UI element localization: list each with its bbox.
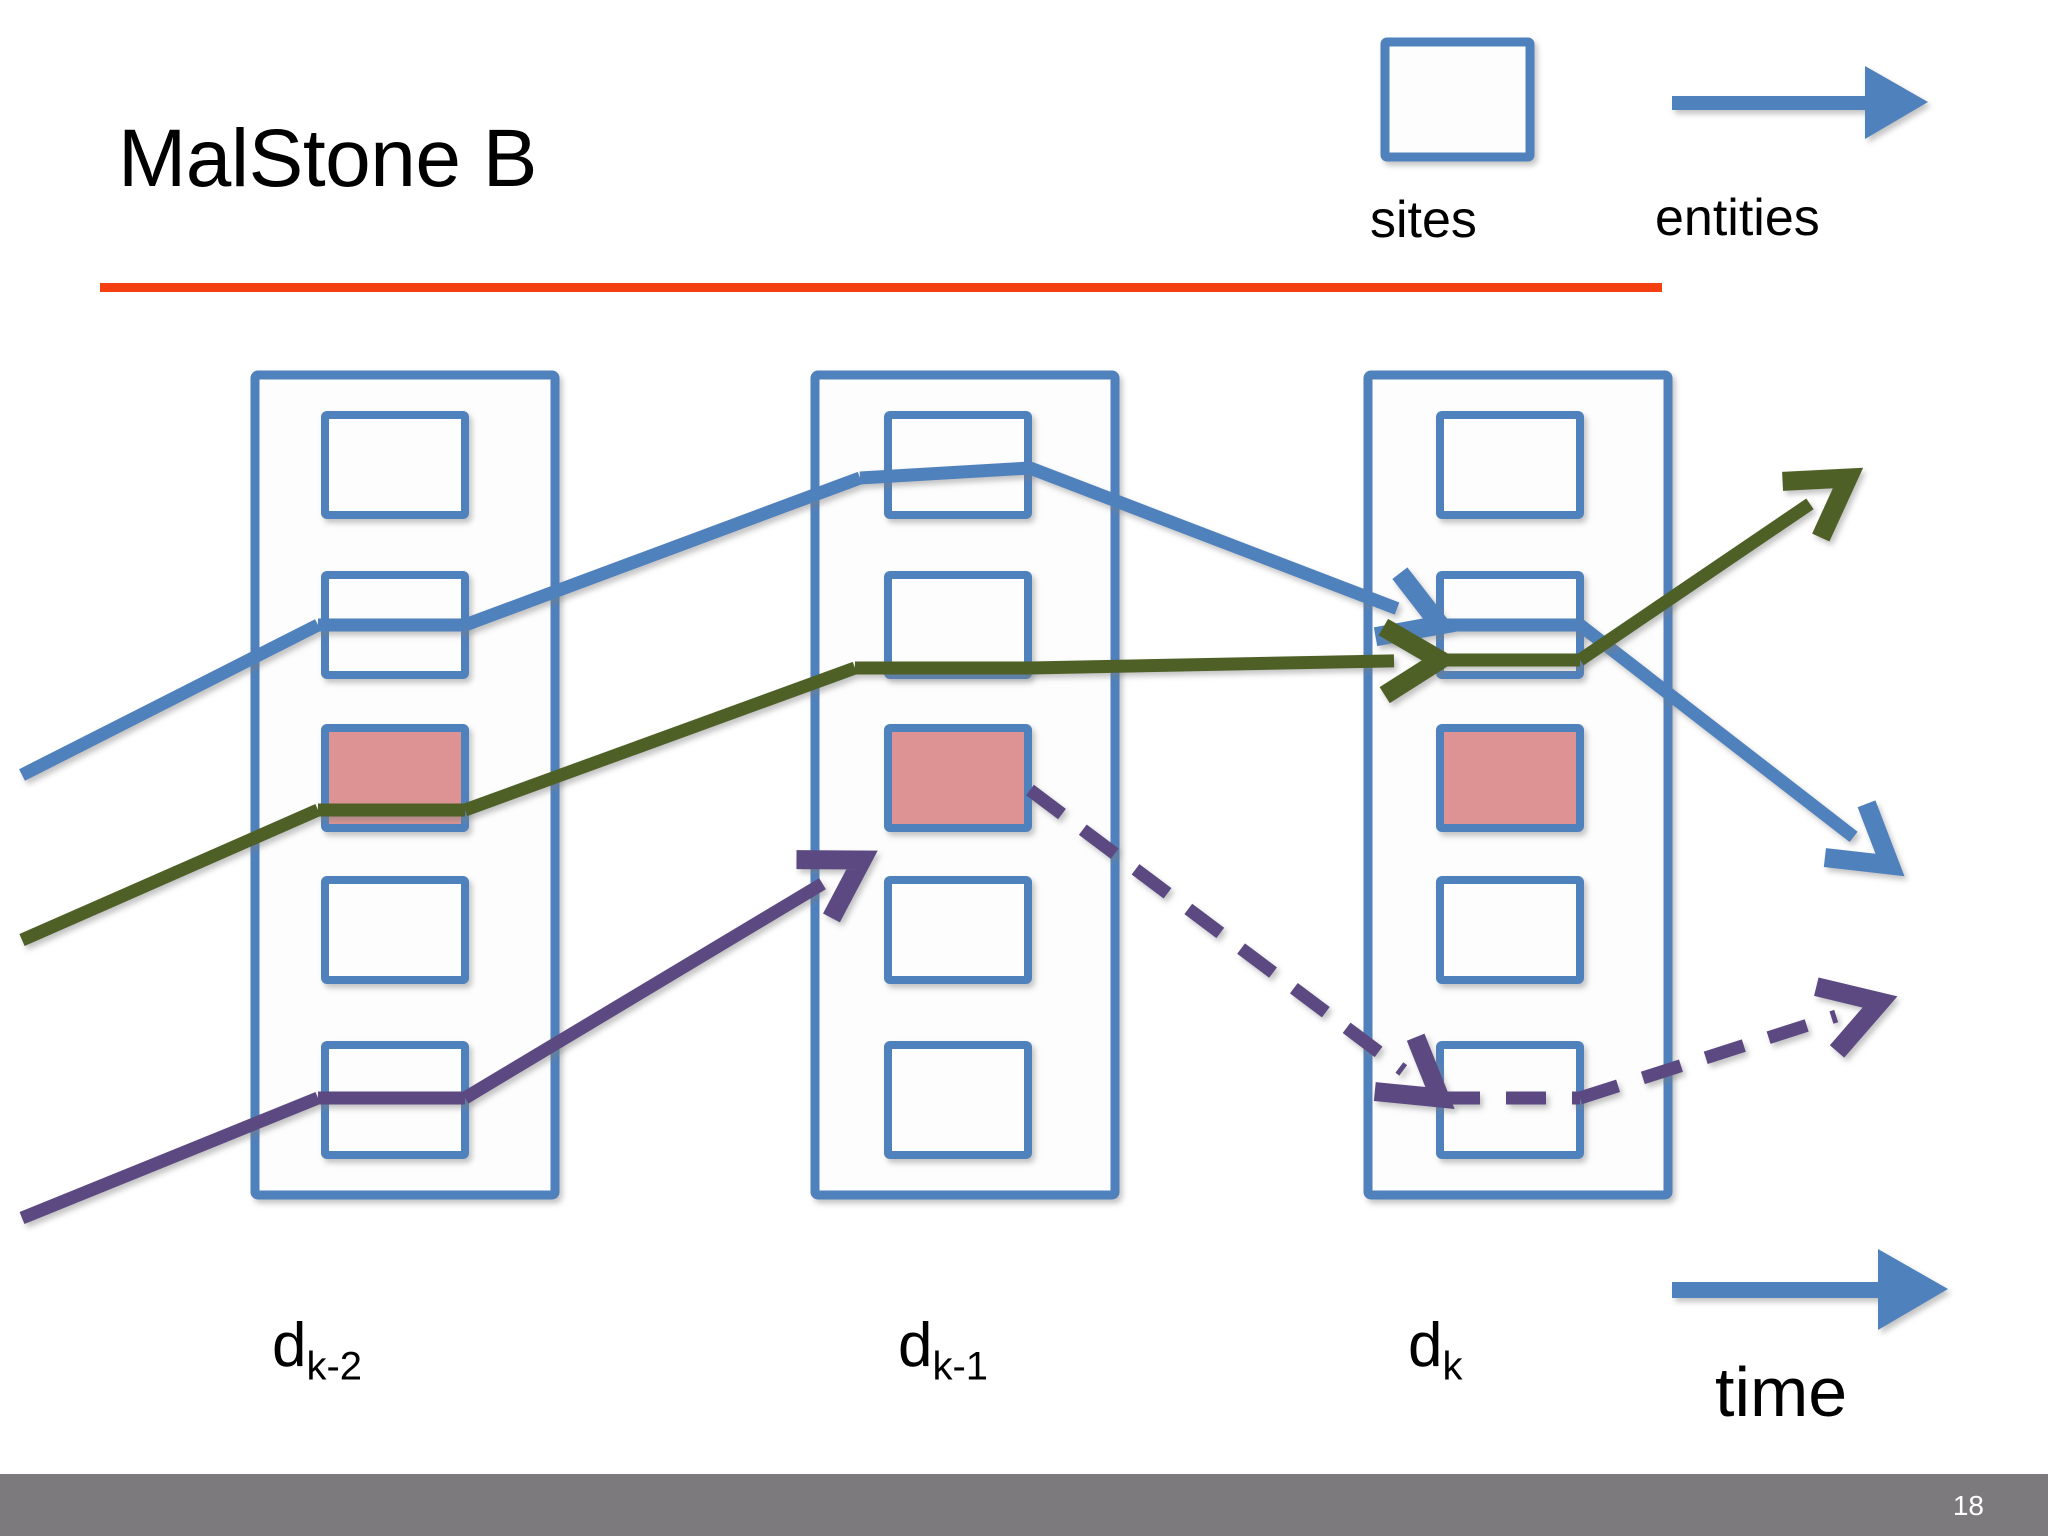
site-box <box>1436 411 1584 519</box>
column-label-subscript: k-2 <box>306 1344 363 1389</box>
entity-segment <box>1026 784 1408 1076</box>
site-column <box>1363 370 1673 1200</box>
column-label-dk1: dk-1 <box>898 1310 988 1386</box>
entity-segment <box>19 1091 321 1225</box>
entity-segment <box>19 804 321 946</box>
entity-segment <box>1576 498 1814 666</box>
column-label-base: d <box>272 1311 307 1380</box>
site-box <box>321 876 469 984</box>
legend-label-sites: sites <box>1370 191 1477 249</box>
footer-bar <box>0 1474 2048 1536</box>
entity-segment <box>1578 1009 1839 1105</box>
entity-arrowhead <box>1814 977 1898 1058</box>
site-box <box>884 571 1032 679</box>
purple-entity <box>19 850 878 1225</box>
site-column <box>250 370 560 1200</box>
column-label-dk2: dk-2 <box>272 1310 362 1386</box>
entity-segment <box>1029 654 1395 675</box>
site-box <box>884 876 1032 984</box>
legend-label-entities: entities <box>1655 189 1820 247</box>
page-number: 18 <box>1952 1490 1984 1521</box>
entity-arrowhead <box>1823 800 1905 877</box>
site-box-marked <box>884 724 1032 832</box>
column-label-base: d <box>1408 1311 1443 1380</box>
columns-layer <box>250 370 1673 1200</box>
blue-entity <box>19 461 1905 877</box>
column-label-base: d <box>898 1311 933 1380</box>
legend-entities-arrow-icon <box>1672 66 1928 139</box>
time-axis-label: time <box>1715 1353 1848 1431</box>
legend-sites-square-icon <box>1380 37 1535 162</box>
entity-segment <box>462 661 858 817</box>
page-title: MalStone B <box>118 113 537 204</box>
site-box <box>1436 876 1584 984</box>
entity-segment <box>1027 461 1400 615</box>
site-box-marked <box>321 724 469 832</box>
column-label-dk: dk <box>1408 1310 1462 1386</box>
title-underline-rule <box>100 283 1662 292</box>
site-box <box>884 1041 1032 1159</box>
column-label-subscript: k-1 <box>932 1344 989 1389</box>
purple-dashed-entity <box>1026 784 1898 1109</box>
entities-layer <box>19 461 1905 1225</box>
legend-glyph-group <box>1380 37 1928 162</box>
entity-segment <box>19 619 321 781</box>
entity-segment <box>462 471 863 632</box>
entity-segment <box>1576 619 1858 842</box>
green-entity <box>19 467 1864 946</box>
entity-arrowhead <box>796 850 878 923</box>
time-axis-arrow <box>1672 1249 1948 1330</box>
site-box <box>321 411 469 519</box>
entity-segment <box>461 878 826 1104</box>
entity-arrowhead <box>1782 467 1864 542</box>
column-label-subscript: k <box>1442 1344 1463 1389</box>
site-column <box>810 370 1120 1200</box>
site-box-marked <box>1436 724 1584 832</box>
entity-segment <box>859 461 1031 485</box>
